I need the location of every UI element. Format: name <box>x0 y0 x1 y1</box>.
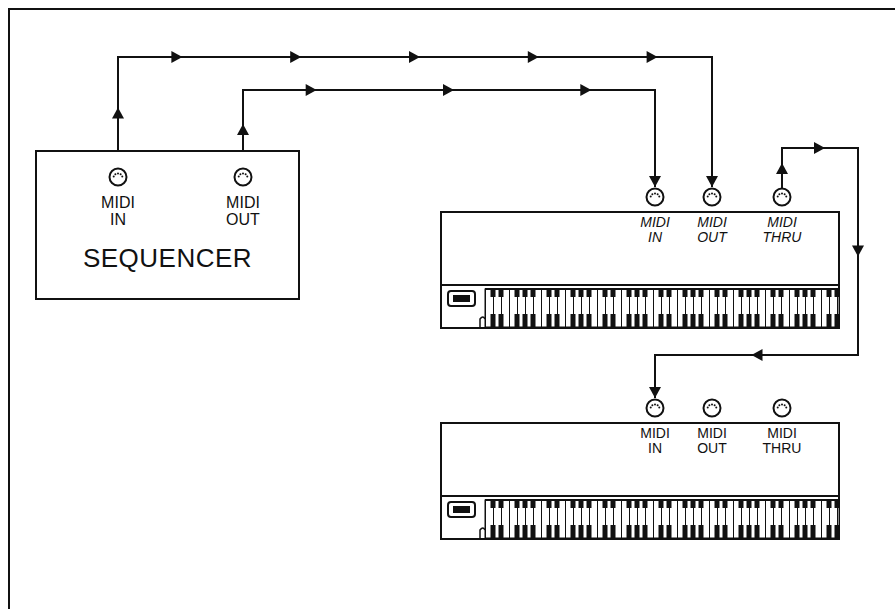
port-label: MIDI OUT <box>697 426 727 455</box>
jack-socket <box>233 167 253 187</box>
midi-jack: MIDI THRU <box>752 188 812 244</box>
flow-arrow <box>647 51 658 63</box>
keyboard-unit: MIDI IN MIDI OUT MIDI THRU <box>440 185 840 330</box>
frame-line <box>8 8 895 10</box>
jack-socket <box>702 398 722 418</box>
flow-arrow <box>752 349 763 361</box>
flow-arrow <box>171 51 182 63</box>
flow-arrow <box>112 108 124 119</box>
midi-cable-group <box>237 84 661 187</box>
flow-arrow <box>290 51 301 63</box>
sequencer-box: SEQUENCER MIDI IN MIDI OUT <box>35 150 300 300</box>
midi-jack: MIDI OUT <box>213 168 273 229</box>
port-label: MIDI OUT <box>226 195 260 229</box>
flow-arrow <box>409 51 420 63</box>
flow-arrow <box>306 84 317 96</box>
jack-socket <box>702 187 722 207</box>
arrow-head <box>649 387 661 398</box>
arrow-head <box>649 176 661 187</box>
port-label: MIDI THRU <box>763 215 802 244</box>
keyboard-illustration <box>441 212 839 328</box>
keyboard-illustration <box>441 423 839 539</box>
frame-line <box>8 8 10 609</box>
midi-jack: MIDI OUT <box>682 188 742 244</box>
midi-cable-group <box>649 142 864 398</box>
port-label: MIDI IN <box>640 215 670 244</box>
flow-arrow <box>776 163 788 174</box>
flow-arrow <box>814 142 825 154</box>
jack-socket <box>772 398 792 418</box>
port-label: MIDI IN <box>101 195 135 229</box>
flow-arrow <box>528 51 539 63</box>
midi-jack: MIDI THRU <box>752 399 812 455</box>
flow-arrow <box>237 124 249 135</box>
flow-arrow <box>443 84 454 96</box>
jack-socket <box>645 398 665 418</box>
jack-socket <box>645 187 665 207</box>
flow-arrow <box>580 84 591 96</box>
midi-jack: MIDI OUT <box>682 399 742 455</box>
port-label: MIDI IN <box>640 426 670 455</box>
arrow-head <box>706 176 718 187</box>
jack-socket <box>108 167 128 187</box>
keyboard-unit: MIDI IN MIDI OUT MIDI THRU <box>440 396 840 541</box>
flow-arrow <box>852 246 864 257</box>
midi-cable <box>655 148 858 398</box>
midi-jack: MIDI IN <box>88 168 148 229</box>
port-label: MIDI THRU <box>763 426 802 455</box>
midi-cable <box>243 90 655 187</box>
jack-socket <box>772 187 792 207</box>
midi-jack: MIDI IN <box>625 399 685 455</box>
device-name: SEQUENCER <box>83 243 252 274</box>
midi-jack: MIDI IN <box>625 188 685 244</box>
port-label: MIDI OUT <box>697 215 727 244</box>
